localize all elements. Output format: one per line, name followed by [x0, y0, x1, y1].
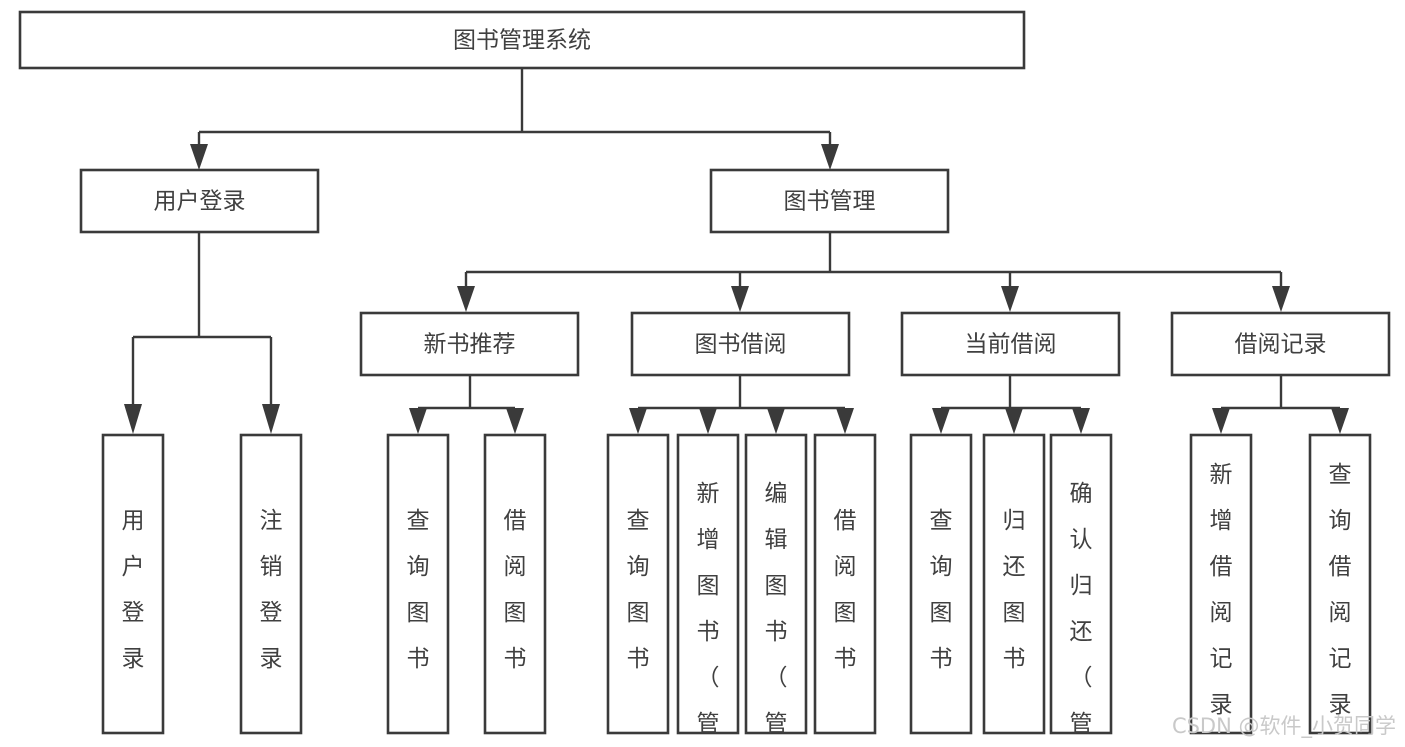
leaf-node-label: 用户登录: [122, 508, 145, 672]
arrow-user-login-leaf-2: [262, 404, 280, 434]
connector-layer: [124, 68, 1349, 434]
arrow-root-to-book-mgmt: [821, 144, 839, 170]
node-current-borrow-label: 当前借阅: [965, 332, 1057, 358]
arrow-book-mgmt-to-records: [1272, 286, 1290, 312]
arrow-new-books-leaf-1: [409, 408, 427, 434]
leaf-node-box[interactable]: [1308, 433, 1372, 735]
node-book-borrow-box[interactable]: [630, 311, 851, 377]
watermark-label: CSDN @软件_小贺同学: [1172, 714, 1396, 739]
node-user-login-label: 用户登录: [154, 189, 246, 215]
leaf-node[interactable]: 借阅图书: [483, 433, 547, 735]
arrow-new-books-leaf-2: [506, 408, 524, 434]
leaf-node-label: 归还图书: [1003, 508, 1026, 672]
node-book-management[interactable]: 图书管理: [709, 168, 950, 234]
leaf-node-label: 查询图书: [407, 508, 430, 672]
leaf-node-label: 编辑图书（管理员）: [765, 481, 788, 747]
arrow-records-leaf-2: [1331, 408, 1349, 434]
node-book-management-box[interactable]: [709, 168, 950, 234]
leaf-node-label: 确认归还（管理员）: [1070, 481, 1093, 747]
leaf-node[interactable]: 查询图书: [606, 433, 670, 735]
node-new-book-recommend-label: 新书推荐: [424, 332, 516, 358]
leaf-node-box[interactable]: [813, 433, 877, 735]
leaf-node-box[interactable]: [101, 433, 165, 735]
node-user-login[interactable]: 用户登录: [79, 168, 320, 234]
leaf-node[interactable]: 归还图书: [982, 433, 1046, 735]
node-root[interactable]: 图书管理系统: [18, 10, 1026, 70]
node-root-box[interactable]: [18, 10, 1026, 70]
node-book-borrow[interactable]: 图书借阅: [630, 311, 851, 377]
leaf-node-box[interactable]: [744, 433, 808, 735]
node-book-management-label: 图书管理: [784, 189, 876, 215]
leaf-node-box[interactable]: [483, 433, 547, 735]
arrow-borrow-leaf-1: [629, 408, 647, 434]
leaf-node-label: 查询图书: [627, 508, 650, 672]
node-borrow-records[interactable]: 借阅记录: [1170, 311, 1391, 377]
arrow-current-leaf-3: [1072, 408, 1090, 434]
leaf-node-box[interactable]: [676, 433, 740, 735]
arrow-book-mgmt-to-current: [1001, 286, 1019, 312]
arrow-current-leaf-2: [1005, 408, 1023, 434]
leaf-node[interactable]: 新增图书（管理员）: [676, 433, 740, 747]
arrow-user-login-leaf-1: [124, 404, 142, 434]
leaf-node-label: 查询借阅记录: [1329, 462, 1352, 718]
leaf-node[interactable]: 注销登录: [239, 433, 303, 735]
node-root-label: 图书管理系统: [453, 28, 591, 54]
arrow-current-leaf-1: [932, 408, 950, 434]
leaf-node-label: 新增借阅记录: [1210, 462, 1233, 718]
leaf-node-layer: 用户登录 注销登录 查询图书 借阅图书 查询图书 新增图书（管理员） 编辑图书（管理员） 借阅…: [101, 433, 1372, 747]
arrow-borrow-leaf-4: [836, 408, 854, 434]
leaf-node[interactable]: 查询借阅记录: [1308, 433, 1372, 735]
arrow-borrow-leaf-2: [699, 408, 717, 434]
arrow-borrow-leaf-3: [767, 408, 785, 434]
node-current-borrow[interactable]: 当前借阅: [900, 311, 1121, 377]
arrow-records-leaf-1: [1212, 408, 1230, 434]
leaf-node[interactable]: 查询图书: [386, 433, 450, 735]
node-current-borrow-box[interactable]: [900, 311, 1121, 377]
leaf-node-label: 新增图书（管理员）: [697, 481, 720, 747]
node-borrow-records-box[interactable]: [1170, 311, 1391, 377]
leaf-node-label: 借阅图书: [834, 508, 857, 672]
leaf-node-label: 查询图书: [930, 508, 953, 672]
arrow-root-to-user-login: [190, 144, 208, 170]
node-new-book-recommend[interactable]: 新书推荐: [359, 311, 580, 377]
leaf-node-box[interactable]: [606, 433, 670, 735]
node-new-book-recommend-box[interactable]: [359, 311, 580, 377]
node-user-login-box[interactable]: [79, 168, 320, 234]
node-book-borrow-label: 图书借阅: [695, 332, 787, 358]
leaf-node-box[interactable]: [982, 433, 1046, 735]
leaf-node-box[interactable]: [1049, 433, 1113, 735]
leaf-node[interactable]: 借阅图书: [813, 433, 877, 735]
node-borrow-records-label: 借阅记录: [1235, 332, 1327, 358]
leaf-node[interactable]: 编辑图书（管理员）: [744, 433, 808, 747]
arrow-book-mgmt-to-borrow: [731, 286, 749, 312]
leaf-node[interactable]: 用户登录: [101, 433, 165, 735]
leaf-node-box[interactable]: [1189, 433, 1253, 735]
leaf-node-label: 注销登录: [260, 508, 283, 672]
leaf-node-box[interactable]: [909, 433, 973, 735]
leaf-node-label: 借阅图书: [504, 508, 527, 672]
leaf-node[interactable]: 新增借阅记录: [1189, 433, 1253, 735]
leaf-node-box[interactable]: [386, 433, 450, 735]
leaf-node-box[interactable]: [239, 433, 303, 735]
arrow-book-mgmt-to-new-books: [457, 286, 475, 312]
leaf-node[interactable]: 查询图书: [909, 433, 973, 735]
leaf-node[interactable]: 确认归还（管理员）: [1049, 433, 1113, 747]
